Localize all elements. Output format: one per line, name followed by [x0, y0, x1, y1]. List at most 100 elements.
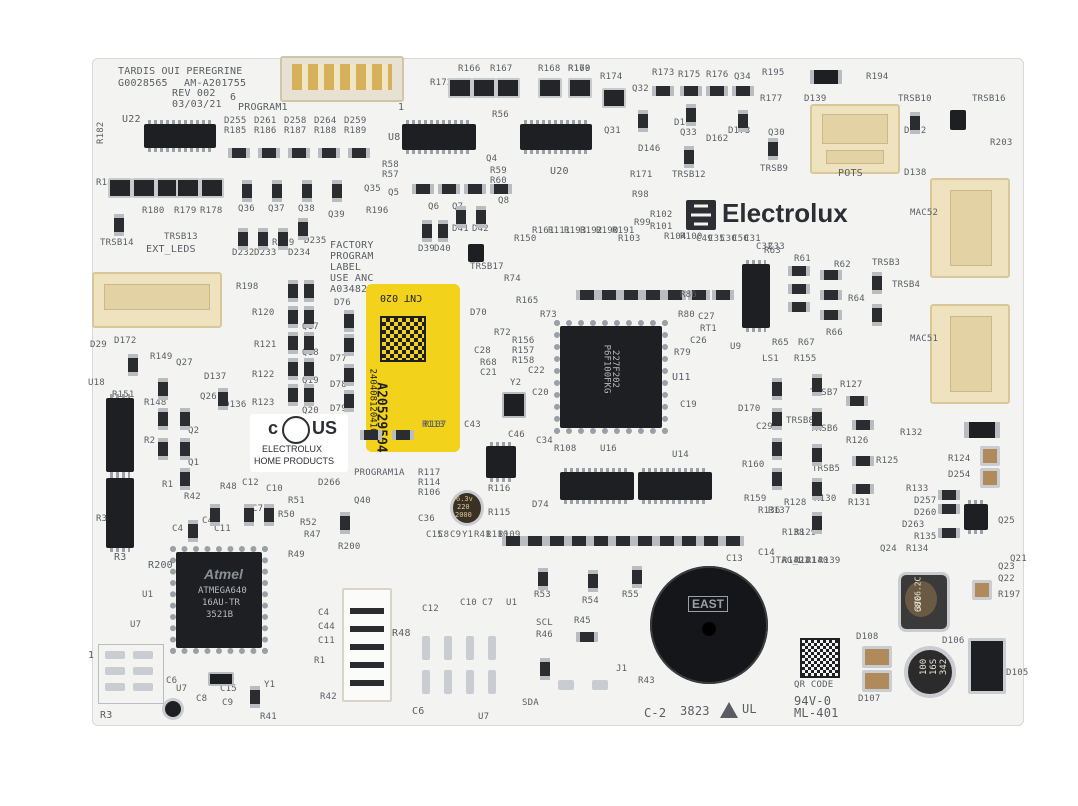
diode [476, 206, 486, 228]
resistor [772, 378, 782, 400]
factory-sticker: CNT 020 240408120410 A20529504 [366, 284, 460, 453]
label-r144: D263 [902, 520, 925, 530]
label-r157: R157 [512, 346, 535, 356]
label-d235: D235 [304, 236, 327, 246]
label-r64: R64 [848, 294, 865, 304]
diode [298, 218, 308, 240]
resistor [288, 332, 298, 354]
pots-connector [810, 104, 900, 174]
ul-certification-mark: c US ELECTROLUX HOME PRODUCTS [250, 414, 348, 472]
label-r52: R52 [300, 518, 317, 528]
resistor [652, 86, 674, 96]
jtag-pad [488, 636, 496, 660]
label-r123: R123 [252, 398, 275, 408]
resistor [288, 384, 298, 406]
label-d134: D105 [1006, 668, 1029, 678]
label-r138: R41 [474, 530, 491, 540]
label-q27: Q27 [176, 358, 193, 368]
resistor [392, 430, 414, 440]
label-u22: U22 [122, 114, 141, 125]
label-c42: D108 [856, 632, 879, 642]
ul-logo-icon [282, 416, 310, 444]
label-c11: C11 [214, 524, 231, 534]
label-trsb8: R53 [534, 590, 551, 600]
sticker-stamp: CNT 020 [380, 292, 423, 303]
label-mac51: MAC51 [910, 334, 939, 344]
resistor [820, 270, 842, 280]
jtag-pad [444, 636, 452, 660]
label-mac52: MAC52 [910, 208, 939, 218]
label-c22: C22 [528, 366, 545, 376]
label-r133: R160 [742, 460, 765, 470]
elcap-marking-2: 16S [929, 658, 940, 676]
resistor [688, 290, 710, 300]
label-d138: D138 [904, 168, 927, 178]
resistor [634, 536, 656, 546]
label-r161: R161 [532, 226, 555, 236]
label-trsb16: TRSB16 [972, 94, 1006, 104]
label-r43: C11 [318, 636, 335, 646]
label-r158: R158 [512, 356, 535, 366]
label-r189: R189 [344, 126, 367, 136]
resistor [788, 302, 810, 312]
label-c10: C10 [266, 484, 283, 494]
resistor [108, 178, 132, 198]
label-r56: R56 [492, 110, 509, 120]
label-r48: R48 [220, 482, 237, 492]
resistor [722, 536, 744, 546]
label-r104: R104 [664, 232, 687, 242]
label-d263: LS1 [762, 354, 779, 364]
diode [438, 220, 448, 242]
resistor [318, 148, 340, 158]
label-r192: R192 [580, 226, 603, 236]
resistor [288, 148, 310, 158]
label-trsb17: TRSB17 [470, 262, 504, 272]
label-r108: R108 [554, 444, 577, 454]
c36-marking-1: 6.3v [456, 495, 473, 503]
label-c28: C28 [474, 346, 491, 356]
label-r122: R122 [252, 370, 275, 380]
label-r165: R165 [516, 296, 539, 306]
elcap-marking-3: 342 [939, 658, 950, 676]
label-q22: R130 [814, 494, 837, 504]
jtag-pad [466, 636, 474, 660]
label-q2: Q2 [188, 426, 200, 436]
label-r171: R171 [630, 170, 653, 180]
label-r2: R2 [144, 436, 156, 446]
rev-digit: 6 [230, 92, 237, 103]
resistor [348, 148, 370, 158]
label-d107: R126 [846, 436, 869, 446]
label-d148: D148 [674, 118, 696, 129]
label-r55: C7 [482, 598, 494, 608]
transistor [738, 110, 748, 132]
ic-trsb17 [468, 244, 484, 262]
resistor [158, 408, 168, 430]
label-l1: Q24 [880, 544, 897, 554]
label-r137: R110 [486, 530, 509, 540]
resistor [304, 332, 314, 354]
label-d105: R131 [848, 498, 871, 508]
label-trsb13: TRSB13 [164, 232, 198, 242]
transistor [302, 180, 312, 202]
transistor [872, 304, 882, 326]
resistor [412, 184, 434, 194]
capacitor [210, 504, 220, 526]
label-r193: R193 [564, 226, 587, 236]
transistor [242, 180, 252, 202]
transistor [588, 570, 598, 592]
atmel-logo: Atmel [204, 566, 243, 582]
resistor [304, 384, 314, 406]
label-r174: R174 [600, 72, 623, 82]
label-r178: R178 [200, 206, 223, 216]
label-c9: C6 [166, 676, 178, 686]
transistor [180, 468, 190, 490]
label-trsb12: TRSB12 [672, 170, 706, 180]
label-r148: R148 [144, 398, 167, 408]
electrolux-logo-icon [686, 200, 716, 230]
transistor [114, 214, 124, 236]
label-r51: R51 [288, 496, 305, 506]
ic-u1 [106, 474, 134, 552]
label-c43: C43 [464, 420, 481, 430]
label-r42: R42 [184, 492, 201, 502]
label-r53: C12 [422, 604, 439, 614]
